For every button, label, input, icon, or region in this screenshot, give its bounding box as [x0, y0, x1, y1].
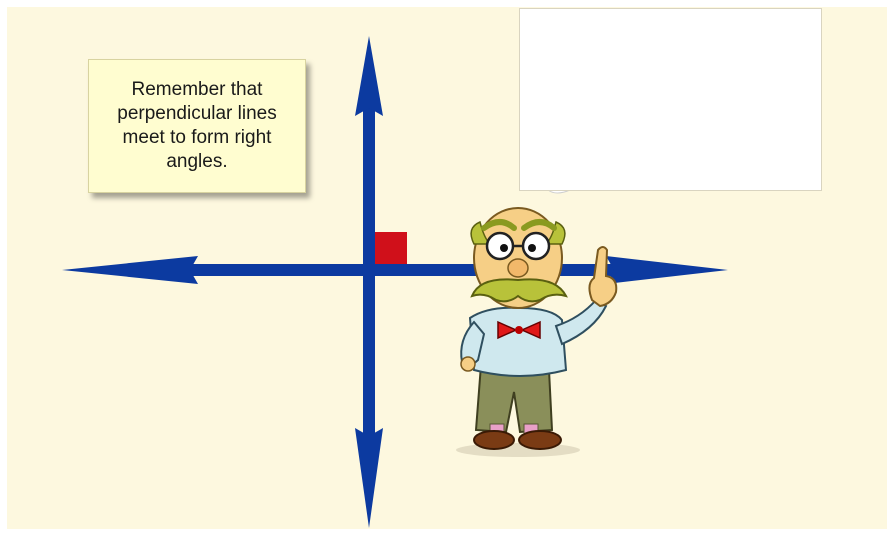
nose — [507, 258, 529, 278]
right-angle-marker — [375, 232, 407, 264]
professor-character — [456, 207, 618, 457]
left-hand — [460, 356, 476, 372]
reminder-note-text: Remember that perpendicular lines meet t… — [117, 79, 277, 172]
left-arrowhead — [62, 256, 198, 284]
character-shadow — [456, 443, 580, 457]
bow-tie-right — [520, 320, 541, 340]
left-shoe — [473, 430, 515, 450]
right-arrowhead — [606, 256, 728, 284]
left-eyebrow — [481, 219, 517, 231]
top-arrowhead — [355, 36, 383, 116]
right-shoe — [518, 430, 562, 450]
mustache — [470, 278, 568, 303]
right-eye — [521, 231, 551, 261]
right-pupil — [528, 244, 536, 252]
bottom-arrowhead — [355, 428, 383, 528]
vertical-line — [355, 36, 383, 528]
right-eyebrow — [521, 219, 557, 231]
right-arm — [554, 298, 608, 346]
vertical-line-shaft — [363, 108, 375, 438]
left-eye — [485, 231, 515, 261]
bow-tie-left — [497, 320, 518, 340]
shirt — [468, 306, 568, 377]
speech-bubble — [519, 8, 822, 191]
left-pupil — [500, 244, 508, 252]
reminder-note: Remember that perpendicular lines meet t… — [88, 59, 306, 193]
pointing-hand — [588, 246, 618, 308]
bow-tie-knot — [515, 326, 523, 334]
